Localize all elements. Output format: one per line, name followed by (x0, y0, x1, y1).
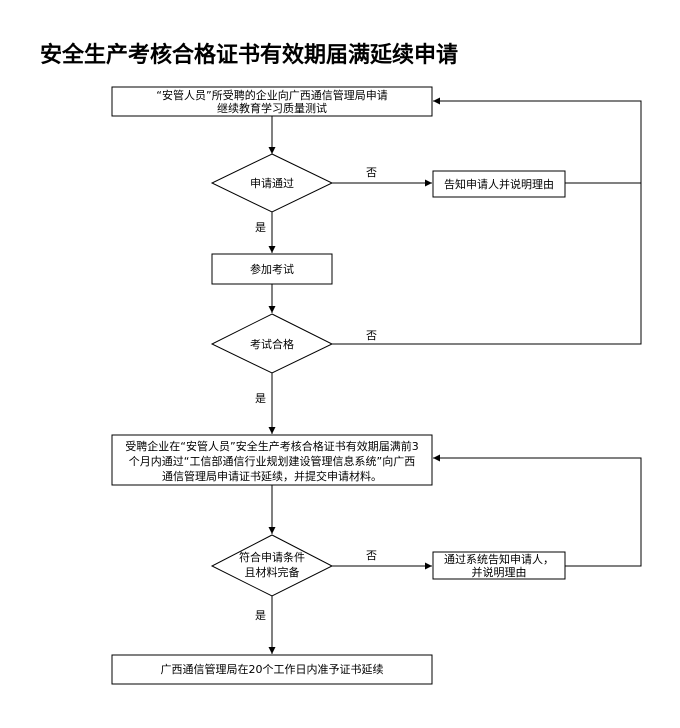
node-submit-online-line-3: 通信管理局申请证书延续，并提交申请材料。 (162, 469, 382, 483)
node-check-pass: 申请通过 (210, 153, 334, 213)
node-check-pass-label: 申请通过 (250, 177, 294, 190)
node-approve-label: 广西通信管理局在20个工作日内准予证书延续 (161, 662, 384, 676)
node-conditions-ok-line-1: 符合申请条件 (239, 550, 305, 564)
edge-label-yes-3: 是 (255, 609, 266, 622)
edge-labels: 否 是 否 是 否 是 (255, 166, 377, 622)
node-conditions-ok-line-2: 且材料完备 (245, 565, 300, 579)
node-submit-online-line-2: 个月内通过“工信部通信行业规划建设管理信息系统”向广西 (129, 454, 415, 468)
edge-notify2-loop (433, 454, 642, 567)
node-submit-online-line-1: 受聘企业在“安管人员”安全生产考核合格证书有效期届满前3 (125, 439, 418, 453)
edge-notify1-loop (433, 97, 642, 184)
node-notify-reject-2: 通过系统告知申请人， 并说明理由 (432, 551, 566, 580)
node-exam-pass-label: 考试合格 (250, 337, 294, 351)
node-apply: “安管人员”所受聘的企业向广西通信管理局申请 继续教育学习质量测试 (111, 86, 433, 117)
node-apply-line-2: 继续教育学习质量测试 (217, 101, 327, 115)
edge-label-yes-2: 是 (255, 392, 266, 405)
node-exam-pass: 考试合格 (210, 313, 334, 374)
node-conditions-ok: 符合申请条件 且材料完备 (210, 534, 334, 597)
node-submit-online: 受聘企业在“安管人员”安全生产考核合格证书有效期届满前3 个月内通过“工信部通信… (111, 434, 433, 486)
node-take-exam-label: 参加考试 (250, 262, 294, 276)
node-approve: 广西通信管理局在20个工作日内准予证书延续 (111, 654, 433, 685)
node-notify-reject-2-line-1: 通过系统告知申请人， (444, 552, 554, 566)
edge-label-yes-1: 是 (255, 221, 266, 234)
node-notify-reject-1: 告知申请人并说明理由 (432, 170, 566, 198)
edge-label-no-3: 否 (366, 549, 377, 562)
connectors (268, 97, 642, 654)
node-notify-reject-2-line-2: 并说明理由 (472, 565, 527, 579)
page-title: 安全生产考核合格证书有效期届满延续申请 (40, 43, 459, 68)
edge-label-no-1: 否 (366, 166, 377, 179)
edge-label-no-2: 否 (366, 329, 377, 342)
node-take-exam: 参加考试 (211, 253, 333, 285)
edge-exampass-loop (332, 183, 642, 345)
node-notify-reject-1-label: 告知申请人并说明理由 (444, 177, 554, 191)
node-apply-line-1: “安管人员”所受聘的企业向广西通信管理局申请 (156, 88, 387, 102)
